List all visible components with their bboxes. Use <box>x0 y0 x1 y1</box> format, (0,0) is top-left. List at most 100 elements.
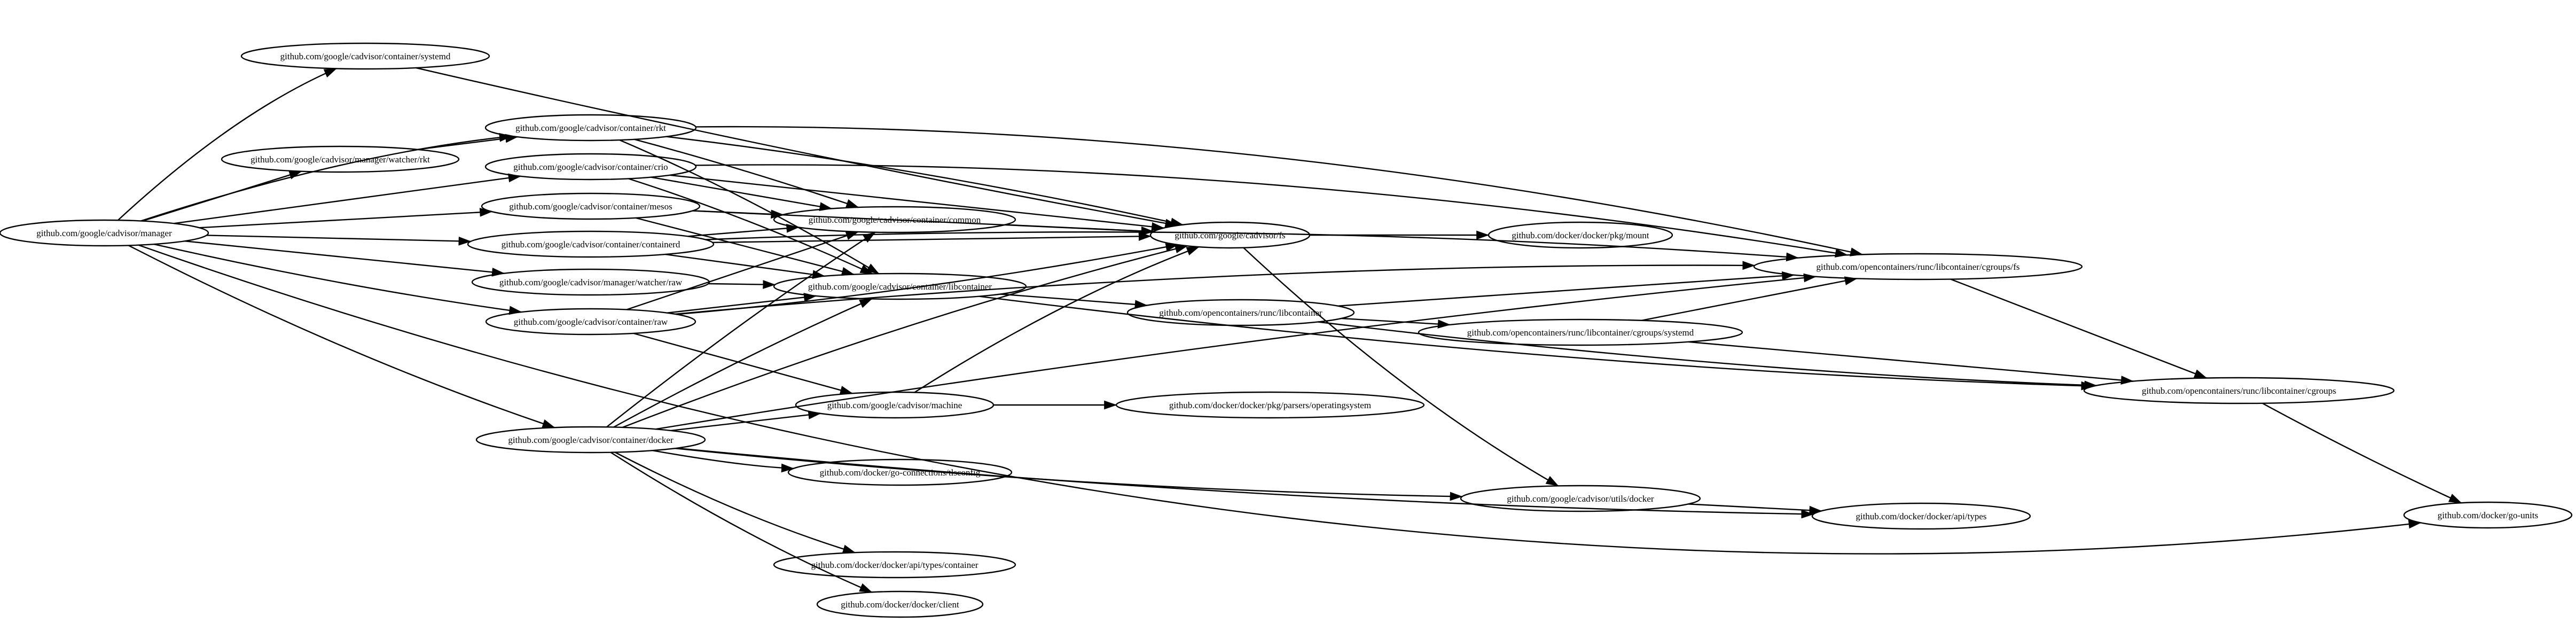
edge-containerd-to-fs <box>712 232 1152 243</box>
node-raw: github.com/google/cadvisor/container/raw <box>485 308 696 336</box>
node-rkt: github.com/google/cadvisor/container/rkt <box>484 114 697 142</box>
node-label: github.com/google/cadvisor/container/lib… <box>808 282 992 292</box>
edge-fs-to-utils-docker <box>1243 247 1559 487</box>
edge-rkt-to-cg-fs <box>695 126 1864 256</box>
edge-libcontainer-to-runc-libcontainer <box>1000 293 1148 309</box>
node-watcher-rkt: github.com/google/cadvisor/manager/watch… <box>221 145 460 173</box>
node-label: github.com/google/cadvisor/container/rkt <box>515 123 666 133</box>
node-ellipse <box>787 458 1013 486</box>
edge-machine-to-fs <box>914 246 1200 393</box>
node-systemd: github.com/google/cadvisor/container/sys… <box>240 42 490 70</box>
node-client: github.com/docker/docker/client <box>816 590 984 618</box>
edge-docker-to-api-types <box>677 447 1814 519</box>
node-layer: github.com/google/cadvisor/manager github… <box>0 42 2573 618</box>
node-ellipse <box>1126 299 1355 326</box>
node-label: github.com/docker/docker/pkg/mount <box>1512 230 1649 240</box>
node-cg-systemd: github.com/opencontainers/runc/libcontai… <box>1418 318 1743 346</box>
node-ellipse <box>240 42 490 70</box>
edge-crio-to-fs <box>669 174 1165 231</box>
edge-layer <box>117 67 2462 593</box>
node-ellipse <box>475 426 706 454</box>
node-ellipse <box>1487 221 1673 249</box>
edge-raw-to-common <box>626 231 859 310</box>
node-crio: github.com/google/cadvisor/container/cri… <box>484 153 697 181</box>
node-label: github.com/opencontainers/runc/libcontai… <box>1816 262 2020 272</box>
node-watcher-raw: github.com/google/cadvisor/manager/watch… <box>471 268 710 296</box>
edge-rkt-to-libcontainer <box>619 139 880 275</box>
node-label: github.com/google/cadvisor/machine <box>827 400 962 410</box>
node-common: github.com/google/cadvisor/container/com… <box>773 206 1016 233</box>
edge-docker-to-machine <box>670 410 821 432</box>
node-label: github.com/google/cadvisor/container/com… <box>809 215 981 225</box>
edge-cg-systemd-to-cgroups <box>1688 341 2134 385</box>
node-ellipse <box>816 590 984 618</box>
edge-raw-to-cg-fs <box>675 261 1756 315</box>
edge-cg-fs-to-cgroups <box>1950 278 2207 379</box>
edge-watcher-rkt-to-rkt <box>417 134 519 150</box>
node-ellipse <box>2083 377 2395 404</box>
edge-manager-to-mesos <box>199 207 493 229</box>
node-mount: github.com/docker/docker/pkg/mount <box>1487 221 1673 249</box>
node-libcontainer: github.com/google/cadvisor/container/lib… <box>773 272 1027 300</box>
edge-manager-to-go-units <box>138 244 2422 555</box>
node-label: github.com/docker/go-units <box>2438 510 2538 520</box>
node-docker: github.com/google/cadvisor/container/doc… <box>475 426 706 454</box>
node-containerd: github.com/google/cadvisor/container/con… <box>467 230 715 258</box>
node-label: github.com/docker/docker/client <box>841 599 959 610</box>
node-api-types: github.com/docker/docker/api/types <box>1811 502 2031 530</box>
edge-manager-to-raw <box>153 243 522 315</box>
node-ellipse <box>1115 391 1425 419</box>
node-label: github.com/google/cadvisor/container/cri… <box>513 162 668 172</box>
edge-rkt-to-fs <box>666 136 1184 227</box>
node-label: github.com/docker/go-connections/tlsconf… <box>820 467 981 478</box>
node-ellipse <box>795 391 995 419</box>
edge-manager-to-watcher-raw <box>184 240 505 277</box>
node-go-units: github.com/docker/go-units <box>2403 501 2573 529</box>
edge-docker-to-utils-docker <box>675 448 1463 501</box>
node-label: github.com/opencontainers/runc/libcontai… <box>1467 328 1694 338</box>
node-opsys: github.com/docker/docker/pkg/parsers/ope… <box>1115 391 1425 419</box>
node-label: github.com/docker/docker/api/types/conta… <box>811 560 978 570</box>
node-ellipse <box>481 192 701 220</box>
node-label: github.com/google/cadvisor/container/mes… <box>509 201 672 212</box>
edge-manager-to-containerd <box>206 235 472 246</box>
edge-cgroups-to-go-units <box>2262 402 2462 504</box>
edge-crio-to-libcontainer <box>628 178 873 275</box>
node-label: github.com/google/cadvisor/fs <box>1175 230 1285 240</box>
node-label: github.com/google/cadvisor/manager/watch… <box>250 154 430 165</box>
edge-systemd-to-fs <box>416 67 1178 228</box>
node-cg-fs: github.com/opencontainers/runc/libcontai… <box>1753 253 2083 280</box>
node-ellipse <box>471 268 710 296</box>
node-utils-docker: github.com/google/cadvisor/utils/docker <box>1460 485 1701 512</box>
node-label: github.com/google/cadvisor/container/raw <box>514 317 668 327</box>
edge-runc-libcontainer-to-cg-fs <box>1337 271 1795 307</box>
node-ellipse <box>484 114 697 142</box>
edge-docker-to-common <box>606 231 876 428</box>
node-machine: github.com/google/cadvisor/machine <box>795 391 995 419</box>
node-tlsconfig: github.com/docker/go-connections/tlsconf… <box>787 458 1013 486</box>
node-ellipse <box>1149 221 1311 249</box>
edge-watcher-raw-to-libcontainer <box>708 280 776 289</box>
node-label: github.com/google/cadvisor/utils/docker <box>1507 494 1654 504</box>
edge-common-to-fs <box>1005 224 1154 236</box>
edge-libcontainer-to-cgroups <box>979 295 2094 391</box>
node-label: github.com/opencontainers/runc/libcontai… <box>2142 386 2336 396</box>
node-mesos: github.com/google/cadvisor/container/mes… <box>481 192 701 220</box>
node-manager: github.com/google/cadvisor/manager <box>0 219 209 247</box>
node-ellipse <box>467 230 715 258</box>
edge-docker-to-api-container <box>614 451 856 554</box>
node-runc-libcontainer: github.com/opencontainers/runc/libcontai… <box>1126 299 1355 326</box>
edge-manager-to-crio <box>174 173 521 224</box>
node-label: github.com/google/cadvisor/container/sys… <box>280 51 451 61</box>
edge-crio-to-common <box>651 176 833 211</box>
node-label: github.com/google/cadvisor/manager/watch… <box>499 277 683 287</box>
node-api-container: github.com/docker/docker/api/types/conta… <box>773 551 1016 579</box>
edge-docker-to-fs <box>622 244 1188 428</box>
edge-runc-libcontainer-to-cgroups <box>1318 321 2097 390</box>
edge-containerd-to-libcontainer <box>665 253 826 279</box>
edge-manager-to-systemd <box>117 68 338 221</box>
node-fs: github.com/google/cadvisor/fs <box>1149 221 1311 249</box>
edge-crio-to-cg-fs <box>695 164 1848 258</box>
edge-manager-to-rkt <box>140 133 512 222</box>
